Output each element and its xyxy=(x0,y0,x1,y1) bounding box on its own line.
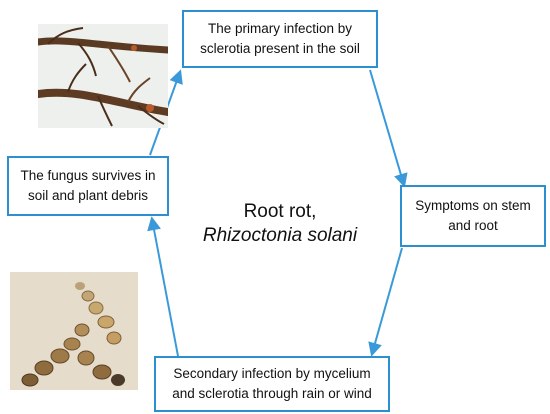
center-pathogen-name: Rhizoctonia solani xyxy=(180,224,380,248)
survival-box: The fungus survives in soil and plant de… xyxy=(7,156,169,216)
arrow-right-to-bottom xyxy=(372,248,402,354)
arrow-top-to-right xyxy=(370,70,404,185)
center-title: Root rot, xyxy=(180,200,380,224)
primary-infection-box: The primary infection by sclerotia prese… xyxy=(182,10,378,68)
secondary-infection-box: Secondary infection by mycelium and scle… xyxy=(154,356,390,412)
symptoms-box: Symptoms on stem and root xyxy=(400,185,546,247)
infected-roots-photo xyxy=(38,24,168,128)
arrow-bottom-to-left xyxy=(152,219,178,356)
fungal-hyphae-micrograph xyxy=(10,272,138,390)
